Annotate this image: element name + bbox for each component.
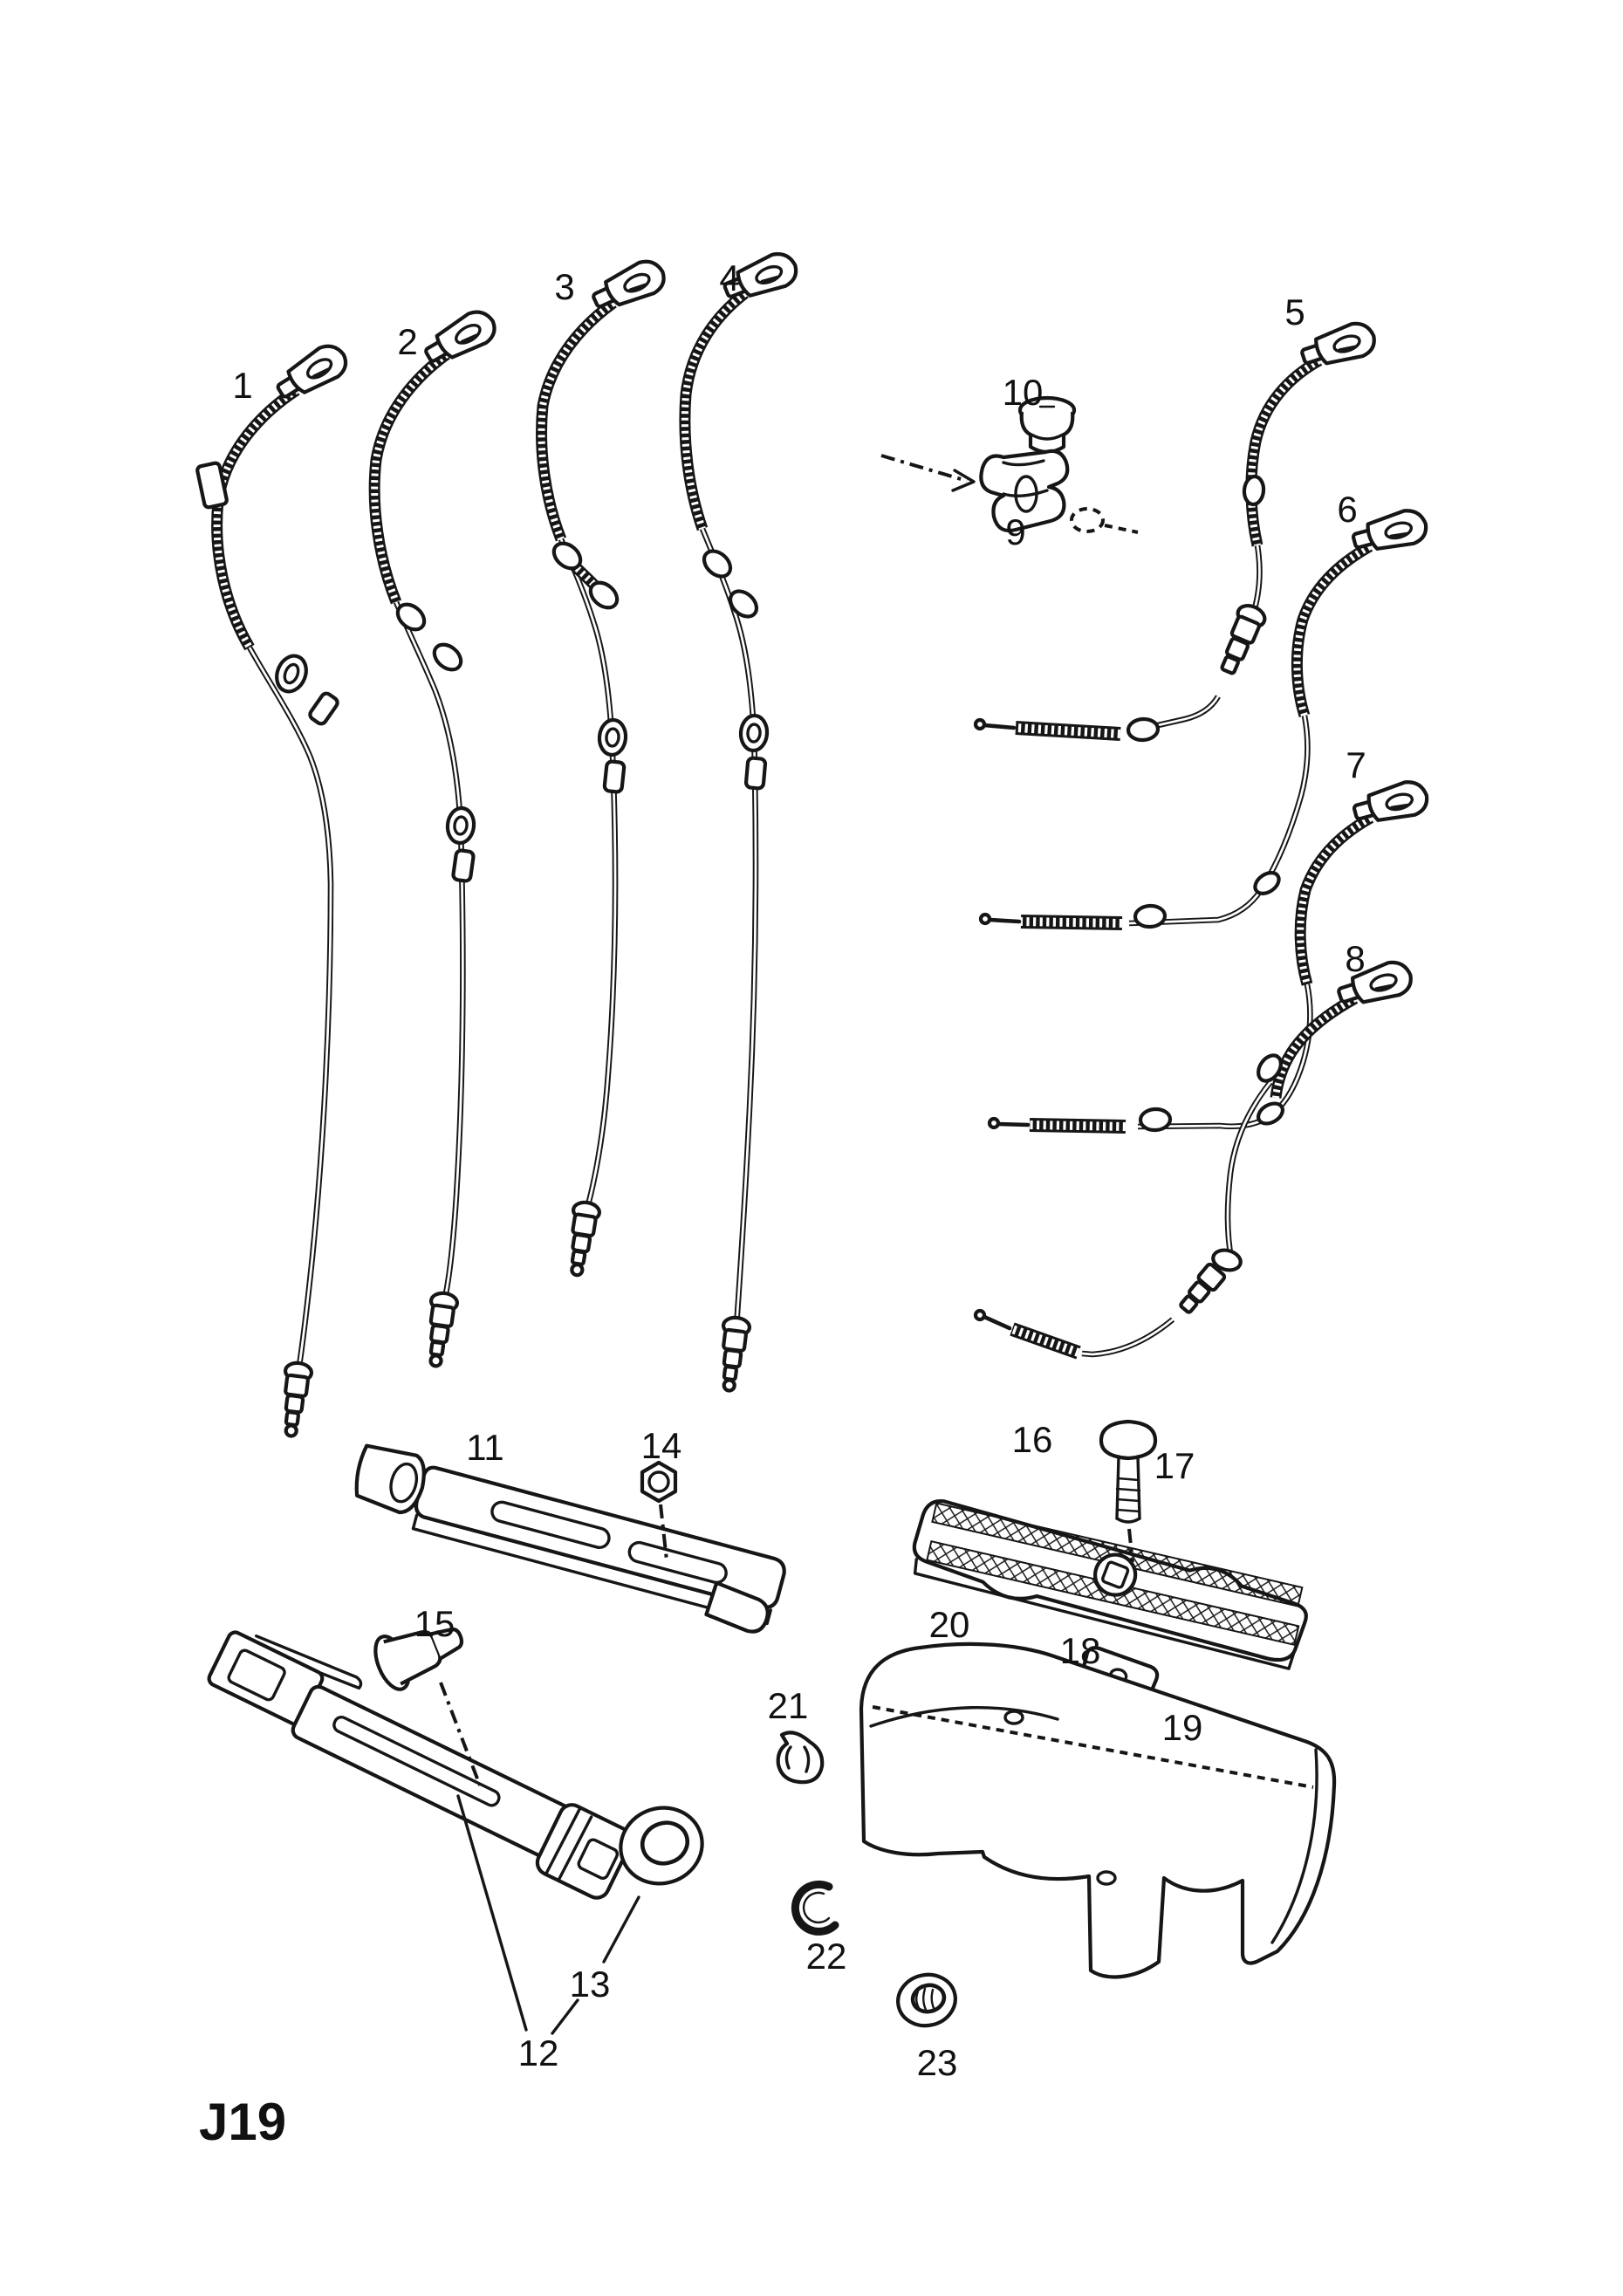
threaded-rod bbox=[987, 917, 1022, 924]
taper-tip bbox=[428, 1291, 460, 1368]
part-label-16: 16 bbox=[1012, 1419, 1053, 1460]
brake-cable-1 bbox=[195, 344, 348, 1438]
barrel-fitting bbox=[551, 541, 583, 571]
bracket-sleeve bbox=[704, 1580, 770, 1634]
threaded-rod bbox=[982, 1314, 1012, 1331]
threaded-rod bbox=[996, 1121, 1031, 1127]
part-label-17: 17 bbox=[1154, 1445, 1195, 1486]
collar bbox=[602, 759, 627, 794]
cover-20 bbox=[859, 1641, 1337, 1979]
braided-section bbox=[211, 385, 300, 651]
part-label-23: 23 bbox=[917, 2042, 958, 2083]
barrel-fitting bbox=[395, 602, 427, 632]
collar bbox=[1257, 1053, 1283, 1083]
part-label-12: 12 bbox=[518, 2032, 559, 2073]
part-label-21: 21 bbox=[768, 1685, 809, 1726]
collar bbox=[308, 691, 339, 726]
threaded-rod bbox=[982, 723, 1017, 730]
fold-crease bbox=[872, 1705, 1314, 1789]
part-label-1: 1 bbox=[232, 365, 252, 406]
leader-lines bbox=[439, 1682, 640, 2035]
part-label-11: 11 bbox=[466, 1427, 504, 1468]
part-label-7: 7 bbox=[1346, 744, 1366, 785]
part-label-18: 18 bbox=[1060, 1630, 1101, 1671]
clip-9-assembly-dashes bbox=[880, 454, 1139, 534]
taper-adjuster bbox=[1179, 1262, 1227, 1314]
lock-nut-14 bbox=[640, 1460, 678, 1561]
barrel-fitting bbox=[432, 642, 463, 672]
grommet-ring bbox=[597, 717, 628, 757]
retainer-clip-21 bbox=[776, 1731, 825, 1785]
brake-cable-6 bbox=[978, 509, 1428, 930]
collar bbox=[451, 848, 476, 883]
seal-ring-13 bbox=[619, 1806, 704, 1886]
part-label-2: 2 bbox=[397, 321, 417, 362]
part-label-22: 22 bbox=[806, 1936, 847, 1977]
part-label-4: 4 bbox=[719, 257, 739, 298]
cable-clip-9 bbox=[979, 449, 1070, 533]
part-label-20: 20 bbox=[929, 1604, 970, 1645]
connector-flag bbox=[722, 252, 798, 298]
part-label-14: 14 bbox=[641, 1425, 682, 1466]
taper-tip bbox=[570, 1200, 601, 1278]
brake-cable-4 bbox=[679, 252, 798, 1393]
lever-assembly-12 bbox=[207, 1630, 633, 1900]
brake-cable-2 bbox=[368, 310, 496, 1368]
part-label-3: 3 bbox=[554, 266, 574, 307]
barrel-fitting bbox=[1138, 1107, 1173, 1133]
grommet-ring bbox=[738, 713, 770, 753]
taper-tip bbox=[721, 1315, 752, 1393]
taper-tip bbox=[283, 1360, 314, 1438]
guide-bracket-11 bbox=[354, 1443, 786, 1634]
bushing-15 bbox=[373, 1627, 464, 1691]
connector-flag bbox=[424, 310, 496, 363]
connector-flag bbox=[1351, 509, 1428, 551]
bracket-tube bbox=[354, 1443, 426, 1515]
spring-coil bbox=[1020, 915, 1123, 930]
grommet-ring bbox=[275, 654, 308, 694]
connector-flag bbox=[1300, 321, 1376, 366]
part-label-13: 13 bbox=[570, 1964, 611, 2005]
connector-flag bbox=[1352, 780, 1429, 822]
brake-cable-5 bbox=[973, 321, 1376, 743]
part-label-8: 8 bbox=[1345, 938, 1365, 979]
part-label-15: 15 bbox=[414, 1603, 455, 1644]
collar bbox=[743, 756, 768, 791]
part-label-6: 6 bbox=[1337, 489, 1357, 530]
connector-flag bbox=[592, 259, 666, 309]
part-label-10: 10 bbox=[1003, 372, 1044, 413]
collar bbox=[1253, 871, 1281, 895]
collar bbox=[1242, 474, 1266, 507]
c-clip-22 bbox=[791, 1880, 839, 1936]
brake-cable-7 bbox=[987, 780, 1429, 1134]
brake-cable-8 bbox=[973, 960, 1413, 1360]
collar bbox=[1256, 1101, 1285, 1126]
barrel-fitting bbox=[702, 549, 733, 579]
barrel-fitting bbox=[1133, 903, 1168, 929]
connector-flag bbox=[276, 344, 348, 399]
connector-flag bbox=[1337, 960, 1413, 1004]
grommet-ring bbox=[445, 805, 476, 846]
figure-code: J19 bbox=[199, 2093, 286, 2151]
brake-cable-3 bbox=[536, 259, 666, 1278]
part-label-5: 5 bbox=[1284, 291, 1305, 332]
barrel-fitting bbox=[1126, 716, 1161, 743]
barrel-fitting bbox=[588, 580, 620, 610]
part-label-9: 9 bbox=[1005, 511, 1025, 552]
barrel-fitting bbox=[728, 589, 759, 619]
taper-adjuster bbox=[1220, 603, 1267, 675]
adjuster-bolt-17 bbox=[1099, 1419, 1158, 1563]
flange bbox=[1211, 1248, 1243, 1272]
cable-wire bbox=[247, 646, 334, 1373]
conduit-sleeve bbox=[195, 461, 229, 510]
equalizer-plate-16 bbox=[912, 1499, 1308, 1670]
ring-nut-23 bbox=[896, 1972, 957, 2028]
part-label-19: 19 bbox=[1162, 1707, 1203, 1748]
